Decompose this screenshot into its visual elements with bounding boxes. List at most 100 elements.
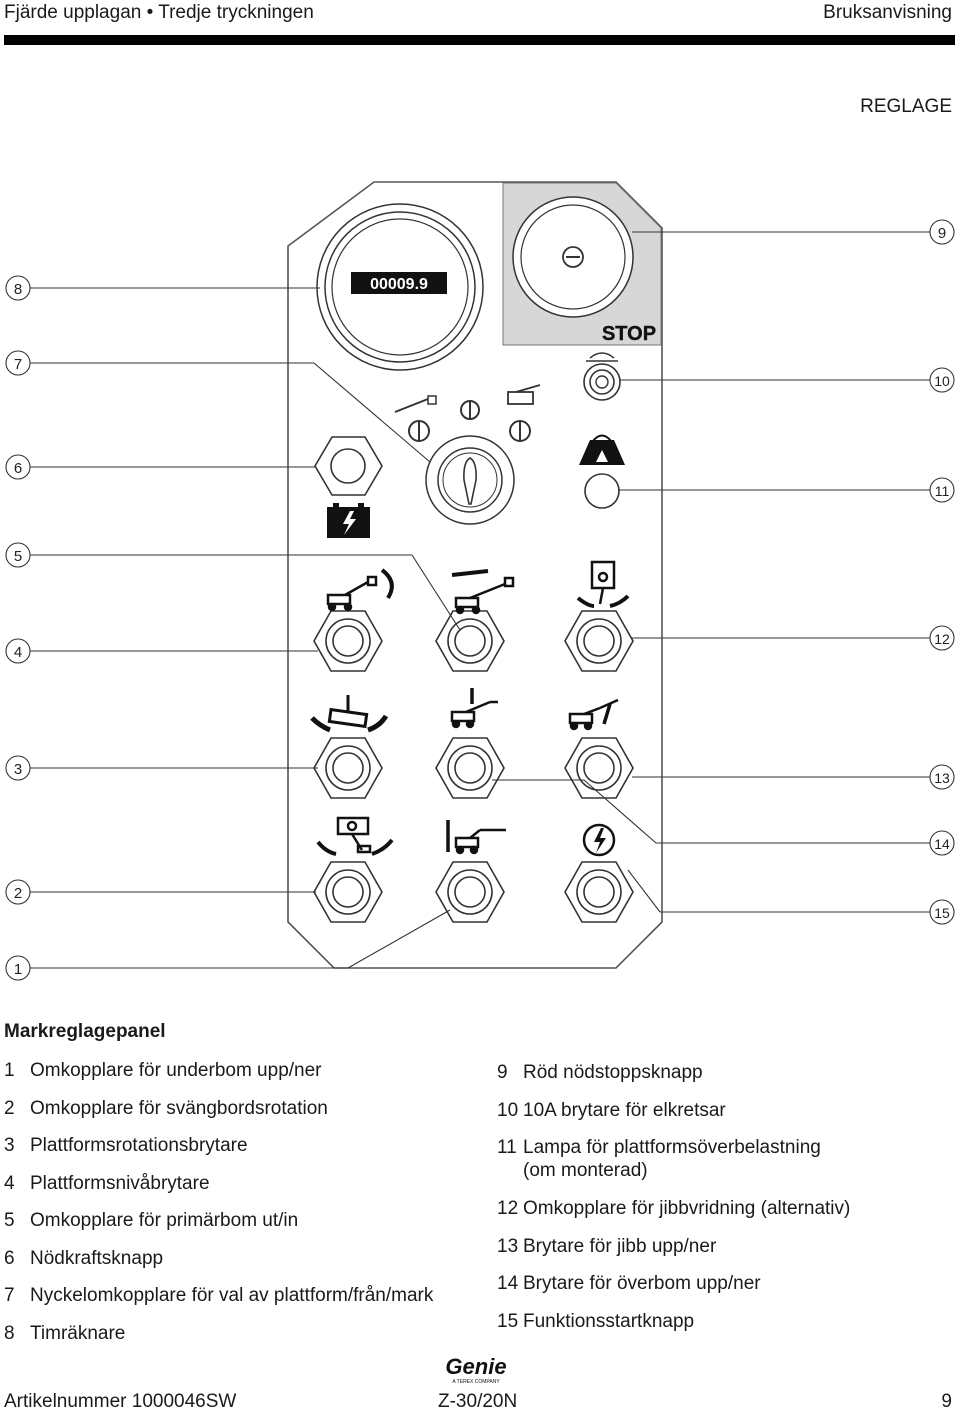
- list-item: 5 Omkopplare för primärbom ut/in: [4, 1209, 433, 1232]
- list-item: 2 Omkopplare för svängbordsrotation: [4, 1097, 433, 1120]
- primary-boom-extend-icon: [451, 569, 515, 615]
- hour-meter-reading: 00009.9: [370, 276, 428, 293]
- list-item: 7 Nyckelomkopplare för val av plattform/f…: [4, 1284, 433, 1307]
- list-item: 9 Röd nödstoppsknapp: [497, 1061, 850, 1084]
- toggle-switch: [313, 610, 383, 672]
- list-item: 11 Lampa för plattformsöverbelastning (om…: [497, 1136, 850, 1182]
- footer-page-number: 9: [941, 1391, 952, 1412]
- callout-number: 1: [14, 961, 22, 978]
- list-item: 6 Nödkraftsknapp: [4, 1247, 433, 1270]
- toggle-switch: [313, 861, 383, 923]
- toggle-switch: [564, 861, 634, 923]
- item-text: Röd nödstoppsknapp: [523, 1062, 703, 1083]
- section-title: REGLAGE: [860, 96, 952, 117]
- callout-number: 4: [14, 644, 22, 661]
- hour-meter: 00009.9: [316, 203, 484, 371]
- callout-number: 3: [14, 761, 22, 778]
- stop-label: STOP: [602, 323, 656, 345]
- control-panel-diagram: 00009.9 STOP: [5, 181, 955, 981]
- item-text: Plattformsnivåbrytare: [30, 1172, 210, 1194]
- callout-number: 14: [934, 836, 950, 852]
- item-number: 12: [497, 1198, 519, 1220]
- item-number: 7: [4, 1285, 15, 1306]
- callout-number: 12: [934, 631, 950, 647]
- toggle-switch: [564, 737, 634, 799]
- item-number: 4: [4, 1172, 15, 1194]
- logo-brand: Genie: [445, 1355, 506, 1379]
- function-enable-icon: [582, 823, 616, 857]
- item-text: Funktionsstartknapp: [523, 1311, 695, 1333]
- item-number: 2: [4, 1097, 15, 1119]
- legend-title: Markreglagepanel: [4, 1021, 166, 1042]
- genie-logo: Genie A TEREX COMPANY: [445, 1355, 506, 1385]
- item-text: Brytare för överbom upp/ner: [523, 1273, 761, 1295]
- item-text: Brytare för jibb upp/ner: [523, 1235, 717, 1257]
- callout-number: 15: [934, 905, 950, 921]
- key-switch: [394, 384, 541, 525]
- item-number: 15: [497, 1311, 519, 1333]
- header-edition: Fjärde upplagan • Tredje tryckningen: [4, 2, 314, 23]
- jib-up-down-icon: [450, 688, 498, 729]
- item-number: 14: [497, 1273, 519, 1295]
- callout-number: 5: [14, 548, 22, 565]
- item-text: Nödkraftsknapp: [30, 1247, 164, 1269]
- callouts-right: 9 10 11 12 13 14 15: [929, 219, 955, 925]
- toggle-switch: [564, 610, 634, 672]
- item-text: Lampa för plattformsöverbelastning (om m…: [523, 1137, 821, 1182]
- callouts-left: 8 7 6 5 4 3 2 1: [5, 275, 31, 981]
- logo-tagline: A TEREX COMPANY: [452, 1379, 500, 1385]
- platform-level-icon: [326, 568, 394, 612]
- toggle-switch: [435, 610, 505, 672]
- emergency-stop-button: [512, 196, 634, 318]
- item-text: Plattformsrotationsbrytare: [30, 1135, 248, 1156]
- footer-part-number: Artikelnummer 1000046SW: [4, 1391, 237, 1412]
- lower-boom-icon: [446, 820, 506, 855]
- item-text: Omkopplare för underbom upp/ner: [30, 1060, 322, 1081]
- item-number: 3: [4, 1135, 15, 1156]
- callout-number: 13: [934, 770, 950, 786]
- item-number: 9: [497, 1062, 508, 1083]
- breaker-10a: [583, 352, 621, 401]
- leader-lines: [30, 231, 930, 969]
- header-doc-type: Bruksanvisning: [823, 2, 952, 23]
- item-text: Nyckelomkopplare för val av plattform/fr…: [30, 1285, 434, 1306]
- list-item: 8 Timräknare: [4, 1322, 433, 1345]
- item-number: 1: [4, 1060, 15, 1081]
- toggle-switch: [313, 737, 383, 799]
- item-text: Timräknare: [30, 1322, 126, 1344]
- item-number: 5: [4, 1210, 15, 1231]
- upper-boom-icon: [568, 698, 619, 731]
- callout-number: 8: [14, 281, 22, 298]
- jib-rotate-icon: [576, 560, 630, 608]
- item-text: Omkopplare för primärbom ut/in: [30, 1210, 299, 1231]
- item-text: Omkopplare för jibbvridning (alternativ): [523, 1198, 851, 1220]
- toggle-switch: [435, 737, 505, 799]
- callout-number: 9: [938, 225, 946, 242]
- toggle-switch-grid: [313, 610, 634, 923]
- list-item: 3 Plattformsrotationsbrytare: [4, 1134, 433, 1157]
- turntable-rotate-icon: [316, 816, 394, 856]
- item-text: 10A brytare för elkretsar: [523, 1099, 726, 1121]
- callout-number: 11: [935, 483, 950, 499]
- callout-number: 10: [934, 373, 950, 389]
- overload-lamp: [579, 434, 625, 509]
- item-number: 13: [497, 1235, 519, 1257]
- callout-number: 6: [14, 460, 22, 477]
- footer-model: Z-30/20N: [438, 1391, 518, 1412]
- item-number: 11: [497, 1137, 517, 1159]
- item-text: Omkopplare för svängbordsrotation: [30, 1097, 328, 1119]
- emergency-power-button: [314, 436, 383, 538]
- list-item: 4 Plattformsnivåbrytare: [4, 1172, 433, 1195]
- platform-rotate-icon: [310, 695, 389, 733]
- callout-number: 2: [14, 885, 22, 902]
- callout-number: 7: [14, 356, 22, 373]
- item-number: 8: [4, 1322, 15, 1344]
- item-number: 6: [4, 1247, 15, 1269]
